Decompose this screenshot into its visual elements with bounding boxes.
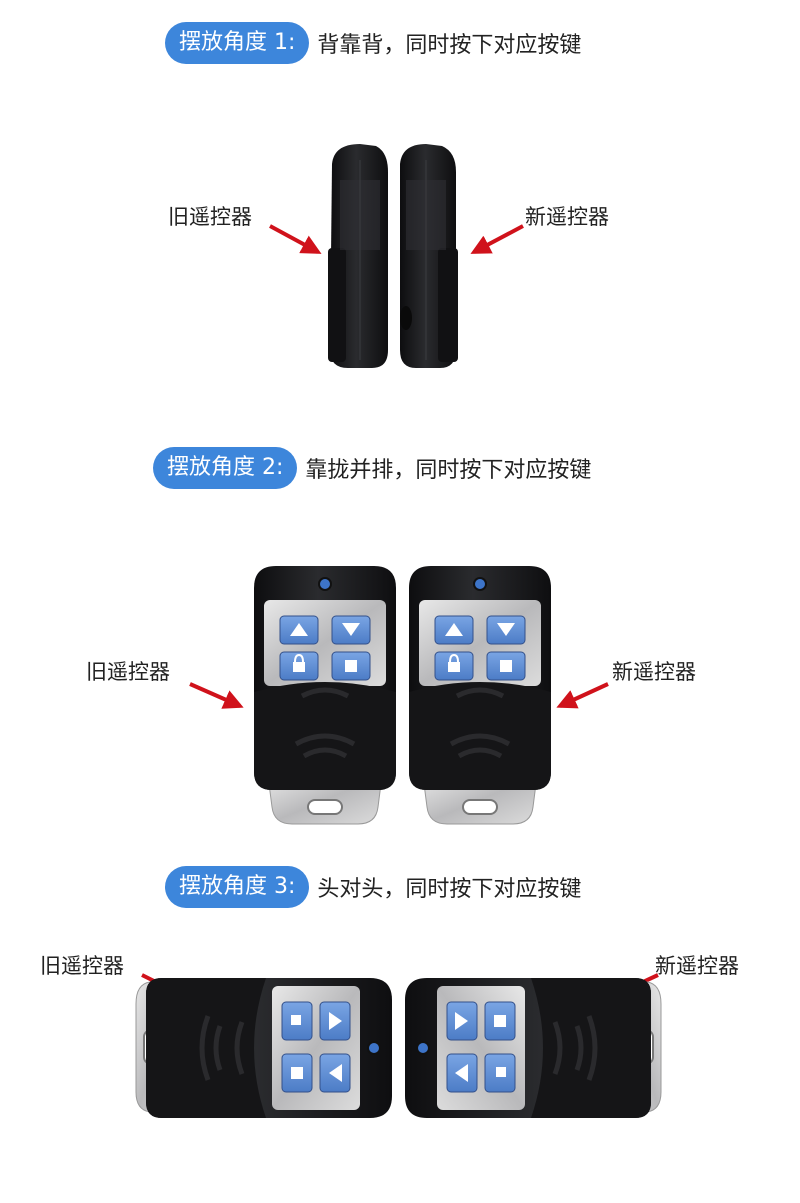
section1-old-label: 旧遥控器 <box>168 205 252 229</box>
section2-new-remote <box>409 566 551 825</box>
section2-heading: 摆放角度 2: 靠拢并排，同时按下对应按键 <box>153 447 591 489</box>
section1-remotes-image <box>328 144 458 368</box>
section3-desc: 头对头，同时按下对应按键 <box>317 877 582 902</box>
section2-old-label: 旧遥控器 <box>86 660 170 684</box>
section3-old-remote <box>135 978 392 1118</box>
section2-desc: 靠拢并排，同时按下对应按键 <box>305 458 592 483</box>
section3-new-label: 新遥控器 <box>655 954 739 978</box>
section1-heading: 摆放角度 1: 背靠背，同时按下对应按键 <box>165 22 581 64</box>
section1-new-label: 新遥控器 <box>525 205 609 229</box>
section2-pill: 摆放角度 2: <box>153 447 298 489</box>
section3-heading: 摆放角度 3: 头对头，同时按下对应按键 <box>165 866 581 908</box>
section3-pill: 摆放角度 3: <box>165 866 310 908</box>
section1-pill: 摆放角度 1: <box>165 22 310 64</box>
section2-new-label: 新遥控器 <box>612 660 696 684</box>
section1-desc: 背靠背，同时按下对应按键 <box>317 33 582 58</box>
section3-old-label: 旧遥控器 <box>40 954 124 978</box>
section3-new-remote <box>405 978 662 1118</box>
section1-new-remote <box>400 144 458 368</box>
section1-old-remote <box>328 144 388 368</box>
section2-old-remote <box>254 566 396 825</box>
